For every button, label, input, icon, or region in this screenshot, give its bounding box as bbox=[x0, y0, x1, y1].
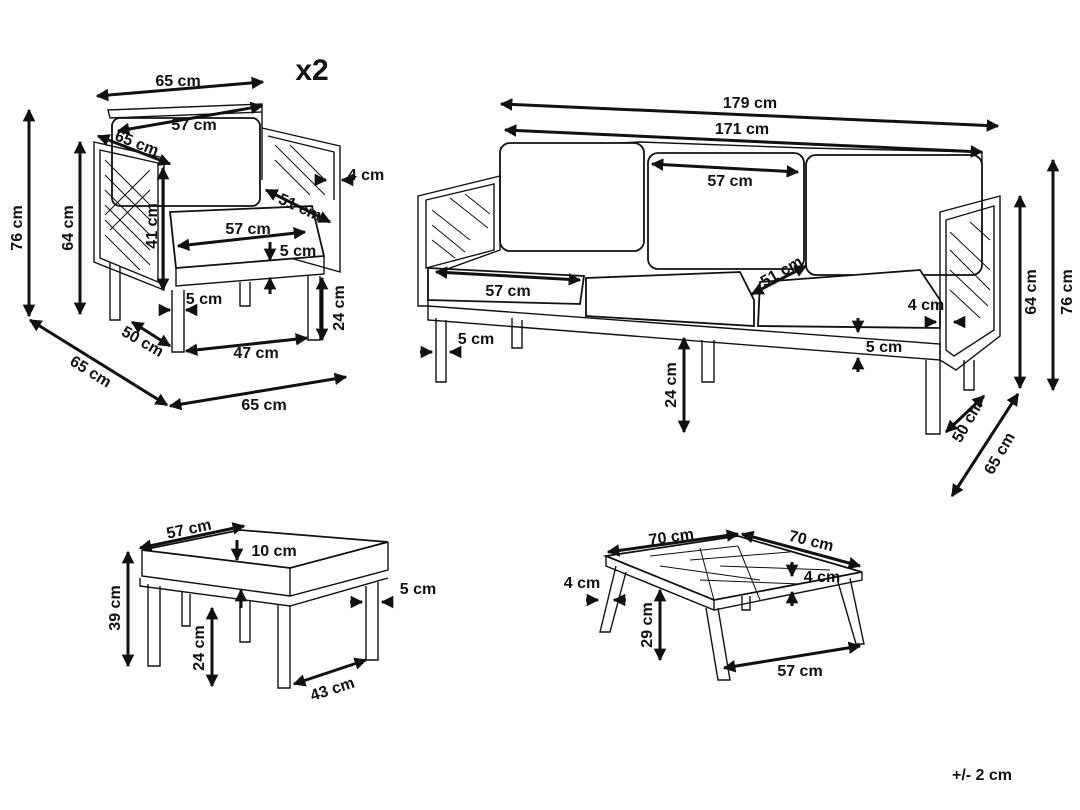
table-leg-span-arrow bbox=[722, 641, 862, 673]
armchair-leg-width-span-label: 47 cm bbox=[233, 345, 278, 362]
table-height-label: 29 cm bbox=[639, 602, 656, 647]
ottoman-cushion-thickness-label: 10 cm bbox=[251, 543, 296, 560]
sofa-back-cushion-width-arrow bbox=[650, 158, 800, 178]
ottoman-leg-height-label: 24 cm bbox=[191, 625, 208, 670]
ottoman-height-label: 39 cm bbox=[107, 585, 124, 630]
ottoman-leg-size-label: 5 cm bbox=[400, 581, 436, 598]
armchair-depth-top-arrow bbox=[96, 134, 172, 166]
armchair-leg-height-label: 24 cm bbox=[331, 285, 348, 330]
sofa-total-width-label: 179 cm bbox=[723, 95, 777, 112]
sofa-depth-label: 65 cm bbox=[981, 430, 1018, 478]
armchair-cushion-width-arrow bbox=[116, 101, 264, 136]
armchair-seat-width-arrow bbox=[176, 226, 307, 252]
armchair-width-top-label: 65 cm bbox=[155, 73, 200, 90]
armchair-height-back-label: 64 cm bbox=[60, 205, 77, 250]
sofa-seat-cushion-width-arrow bbox=[434, 266, 582, 286]
ottoman-width-arrow bbox=[138, 522, 246, 552]
table-leg-span-label: 57 cm bbox=[777, 663, 822, 680]
sofa-back-cushion-left bbox=[499, 142, 645, 252]
sofa-back-cushion-width-label: 57 cm bbox=[707, 173, 752, 190]
sofa-seat-depth-arrow bbox=[750, 264, 808, 296]
sofa-inner-width-label: 171 cm bbox=[715, 121, 769, 138]
ottoman-dimensions: 57 cm 10 cm 39 cm 5 cm 24 cm 43 cm bbox=[107, 517, 436, 705]
armchair-arm-thickness-label: 4 cm bbox=[348, 167, 384, 184]
armchair-width-bottom-arrow bbox=[168, 372, 348, 411]
sofa-height-total-label: 76 cm bbox=[1059, 269, 1076, 314]
table-width-left-label: 70 cm bbox=[648, 526, 695, 549]
ottoman-leg-span-label: 43 cm bbox=[308, 675, 356, 705]
sofa-height-back-label: 64 cm bbox=[1023, 269, 1040, 314]
sofa-leg-size-label: 5 cm bbox=[458, 331, 494, 348]
ottoman-leg-span-arrow bbox=[292, 657, 368, 687]
armchair-width-bottom-label: 65 cm bbox=[241, 397, 286, 414]
sofa-seat-cushion-width-label: 57 cm bbox=[485, 283, 530, 300]
armchair-cushion-width-label: 57 cm bbox=[171, 117, 216, 134]
sofa-total-width-arrow bbox=[499, 98, 1000, 132]
sofa-inner-width-arrow bbox=[503, 124, 984, 158]
table-leg-size-label: 4 cm bbox=[564, 575, 600, 592]
armchair-width-top-arrow bbox=[95, 76, 265, 102]
armchair-seat-width-label: 57 cm bbox=[225, 221, 270, 238]
sofa-arm-thickness-label: 4 cm bbox=[908, 297, 944, 314]
sofa-seat-cushion-middle bbox=[585, 271, 755, 327]
armchair-depth-bottom-arrow bbox=[28, 318, 169, 407]
sofa-cushion-thickness-label: 5 cm bbox=[866, 339, 902, 356]
sofa-depth-arrow bbox=[950, 392, 1020, 498]
armchair-height-total-label: 76 cm bbox=[9, 205, 26, 250]
tolerance-note: +/- 2 cm bbox=[952, 767, 1012, 784]
armchair-cushion-thickness-label: 5 cm bbox=[280, 243, 316, 260]
sofa-drawing bbox=[417, 141, 1001, 435]
armchair-leg-width-span-arrow bbox=[184, 332, 309, 357]
armchair-leg-size-label: 5 cm bbox=[186, 291, 222, 308]
armchair-multiplier: x2 bbox=[295, 54, 328, 87]
armchair-seat-depth-arrow bbox=[264, 188, 332, 224]
table-top-thickness-label: 4 cm bbox=[804, 569, 840, 586]
armchair-seat-height-label: 41 cm bbox=[144, 203, 161, 248]
sofa-back-cushion-right bbox=[805, 154, 983, 276]
table-width-left-arrow bbox=[606, 529, 740, 557]
table-width-right-arrow bbox=[740, 530, 862, 570]
sofa-leg-height-label: 24 cm bbox=[663, 362, 680, 407]
